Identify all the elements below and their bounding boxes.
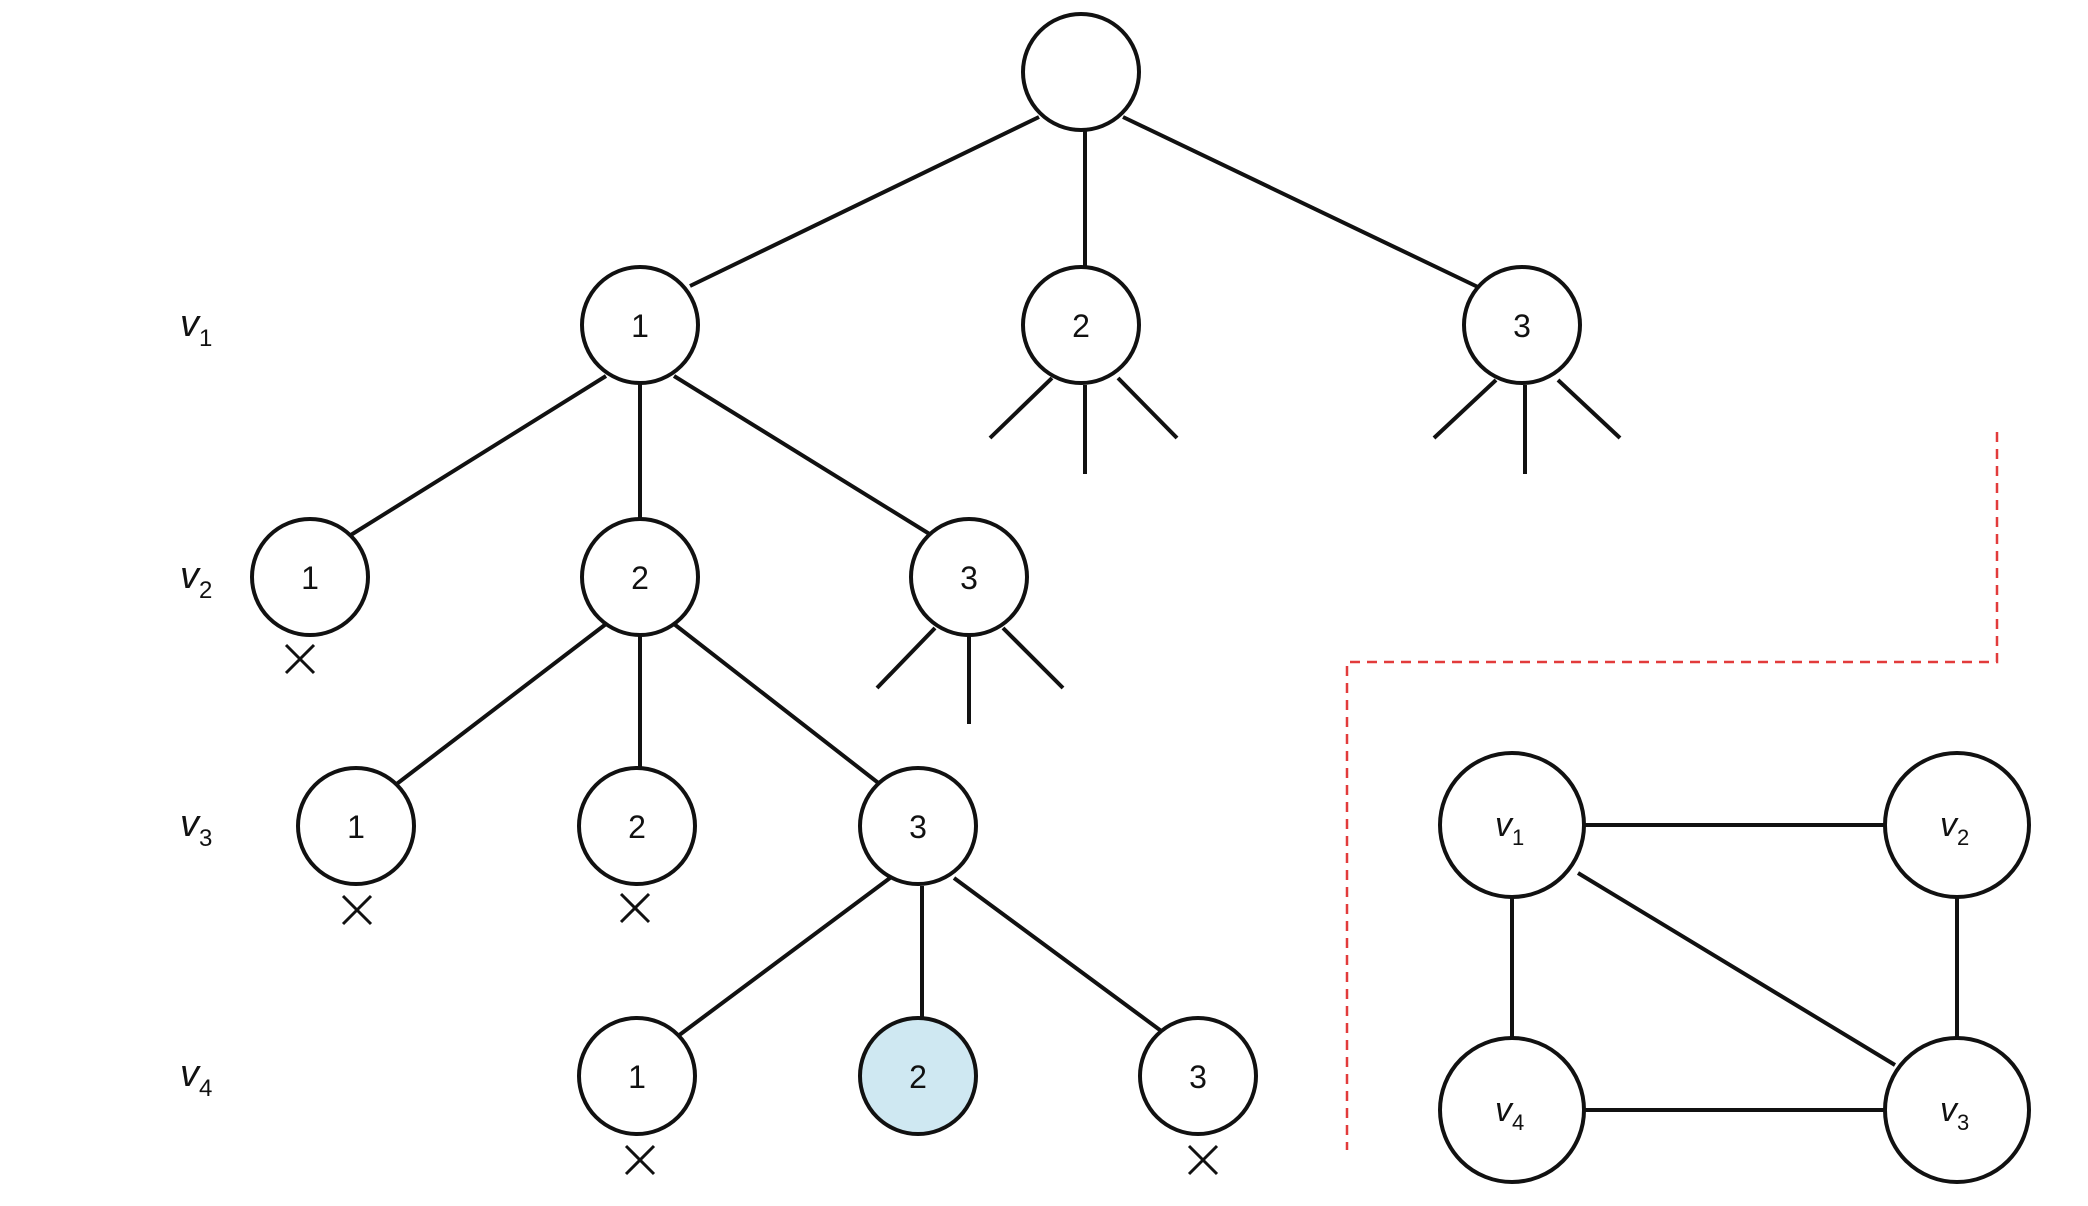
- graph-node-label: v1: [1495, 806, 1524, 850]
- graph-node-label: v3: [1940, 1091, 1969, 1135]
- pruned-mark-icon: [284, 643, 316, 675]
- tree-node: [580, 265, 700, 385]
- tree-node: [250, 517, 370, 637]
- tree-level-1: 1 2 3: [580, 265, 1582, 385]
- tree-node: [858, 766, 978, 886]
- tree-node-label: 1: [347, 809, 365, 845]
- tree-node-solution: [858, 1016, 978, 1136]
- tree-node-label: 3: [960, 560, 978, 596]
- tree-node-label: 2: [631, 560, 649, 596]
- tree-node-label: 1: [301, 560, 319, 596]
- level-label-v2: v2: [180, 555, 212, 604]
- edge-l1a-l2a: [344, 374, 608, 540]
- tree-level-2: 1 2 3: [250, 517, 1029, 637]
- tree-node-label: 3: [909, 809, 927, 845]
- tree-node: [1021, 12, 1141, 132]
- tree-node: [1138, 1016, 1258, 1136]
- tree-node-label: 2: [909, 1059, 927, 1095]
- tree-node-label: 1: [631, 308, 649, 344]
- tree-level-4: 1 2 3: [577, 1016, 1258, 1136]
- tree-node-label: 1: [628, 1059, 646, 1095]
- tree-node-label: 2: [1072, 308, 1090, 344]
- edge-l2b-l3c: [672, 622, 892, 794]
- tree-node: [577, 1016, 697, 1136]
- pruned-mark-icon: [341, 894, 373, 926]
- pruned-mark-icon: [619, 892, 651, 924]
- graph-edge-v1-v3: [1576, 871, 1897, 1067]
- graph-edges: [1510, 823, 1959, 1112]
- stub-l1b-right: [1116, 376, 1179, 440]
- graph-node-label: v2: [1940, 806, 1969, 850]
- tree-node: [909, 517, 1029, 637]
- graph-node-v2: [1883, 751, 2031, 899]
- stub-l2c-right: [1001, 626, 1065, 690]
- edge-root-1: [689, 115, 1040, 288]
- graph-node-v3: [1883, 1036, 2031, 1184]
- edge-l3c-l4a: [676, 876, 892, 1038]
- tree-node: [577, 766, 697, 886]
- graph-node-v1: [1438, 751, 1586, 899]
- level-label-v3: v3: [180, 803, 212, 852]
- pruned-marks: [284, 643, 1219, 1176]
- pruned-mark-icon: [1187, 1144, 1219, 1176]
- level-label-v1: v1: [180, 303, 212, 352]
- dashed-divider: [1345, 432, 1999, 1150]
- tree-node: [296, 766, 416, 886]
- level-labels: v1 v2 v3 v4: [180, 303, 212, 1102]
- stub-l1c-right: [1556, 378, 1622, 440]
- edge-l2b-l3a: [392, 622, 608, 788]
- tree-node: [580, 517, 700, 637]
- graph-nodes: v1 v2 v3 v4: [1438, 751, 2031, 1184]
- tree-node-label: 3: [1189, 1059, 1207, 1095]
- stub-l2c-left: [875, 626, 937, 690]
- edge-l3c-l4c: [952, 876, 1170, 1038]
- stub-l1c-left: [1432, 378, 1498, 440]
- edge-root-3: [1122, 115, 1481, 290]
- pruned-mark-icon: [624, 1144, 656, 1176]
- edge-l1a-l2c: [672, 374, 938, 540]
- graph-node-label: v4: [1495, 1091, 1524, 1135]
- tree-edges: [344, 115, 1622, 1038]
- tree-level-3: 1 2 3: [296, 766, 978, 886]
- stub-l1b-left: [988, 376, 1054, 440]
- tree-node: [1021, 265, 1141, 385]
- tree-node-label: 2: [628, 809, 646, 845]
- tree-root-node: [1021, 12, 1141, 132]
- tree-node-label: 3: [1513, 308, 1531, 344]
- tree-node: [1462, 265, 1582, 385]
- graph-node-v4: [1438, 1036, 1586, 1184]
- level-label-v4: v4: [180, 1053, 212, 1102]
